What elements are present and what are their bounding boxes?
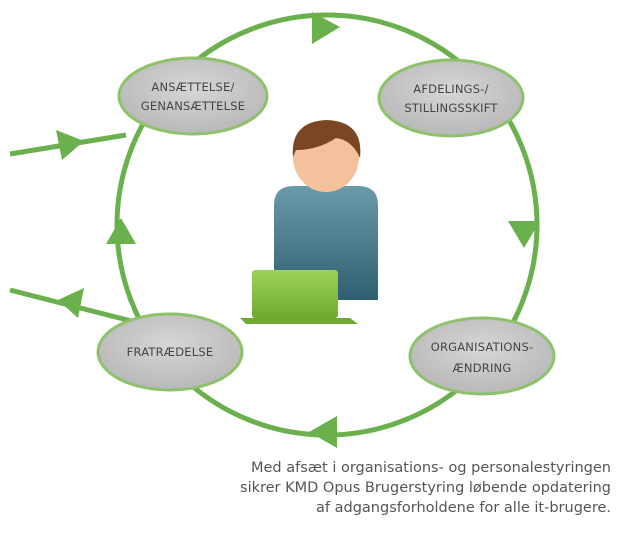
laptop-screen [252,270,338,318]
node-orgchange: ORGANISATIONS- ÆNDRING [408,316,556,396]
node-transfer-label-1: AFDELINGS-/ [413,82,488,96]
node-orgchange-label-2: ÆNDRING [453,361,512,375]
caption: Med afsæt i organisations- og personales… [171,458,611,518]
incoming-arrow-icon [56,130,84,160]
caption-line-2: sikrer KMD Opus Brugerstyring løbende op… [240,480,611,496]
ring-arrow-top-icon [312,12,340,44]
node-termination-label: FRATRÆDELSE [127,345,214,359]
person-hair [292,120,361,158]
caption-line-1: Med afsæt i organisations- og personales… [251,460,611,476]
node-orgchange-label-1: ORGANISATIONS- [431,340,534,354]
node-transfer-label-2: STILLINGSSKIFT [404,101,498,115]
person-with-laptop-icon [240,120,378,324]
ring-arrow-left-icon [106,218,136,244]
node-hire-label-1: ANSÆTTELSE/ [151,80,234,94]
node-transfer: AFDELINGS-/ STILLINGSSKIFT [377,58,525,138]
laptop-base [240,318,358,324]
outgoing-arrow-icon [58,288,84,318]
node-hire-label-2: GENANSÆTTELSE [141,99,245,113]
ring-dashed-segment [110,117,142,309]
node-hire: ANSÆTTELSE/ GENANSÆTTELSE [117,56,269,136]
caption-line-3: af adgangsforholdene for alle it-brugere… [316,500,611,516]
ring-arrow-bottom-icon [309,416,337,448]
ring-arrow-right-icon [508,221,540,248]
node-termination: FRATRÆDELSE [96,312,244,392]
